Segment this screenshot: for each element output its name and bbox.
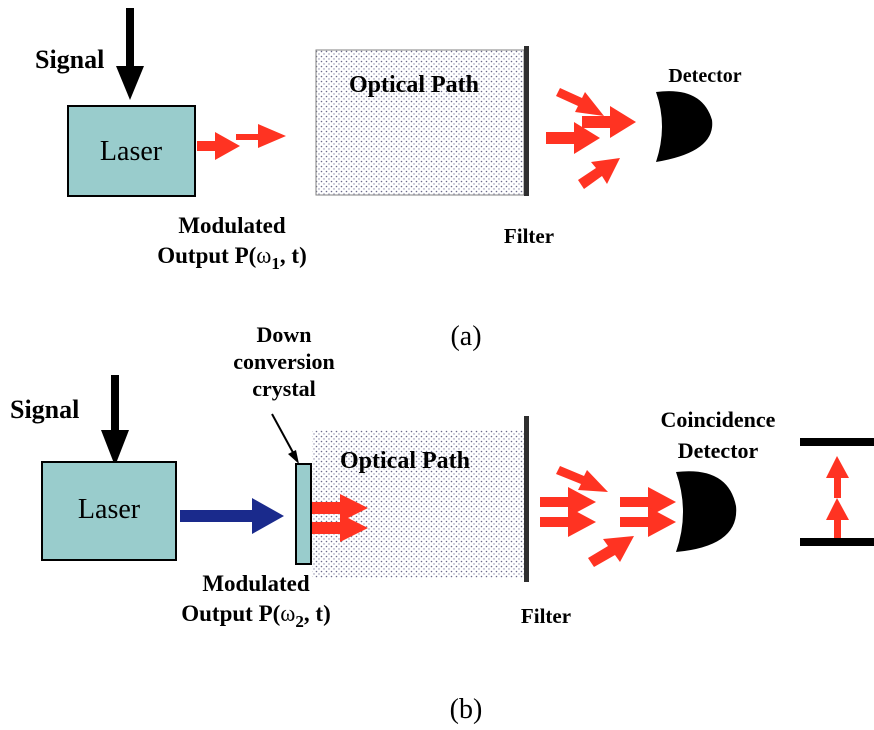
crystal-pointer-line <box>271 413 297 459</box>
output-label-b-line2: Output P(ω2, t) <box>181 601 331 631</box>
panel-a: Signal Laser Optical Path Detector Filte… <box>35 8 742 352</box>
detector-a <box>656 91 713 162</box>
detector-label-b-line1: Coincidence <box>661 407 776 432</box>
detector-b <box>676 471 737 552</box>
coincidence-indicator <box>800 438 874 546</box>
laser-box-a <box>67 105 196 197</box>
crystal-pointer-head <box>288 450 299 464</box>
crystal-label-line1: Down <box>256 322 311 347</box>
coincidence-bar-bottom <box>800 538 874 546</box>
filter-a <box>524 46 529 196</box>
optical-path-a <box>315 49 525 196</box>
laser-label-a: Laser <box>100 136 163 167</box>
filter-b <box>524 416 529 582</box>
signal-label-b: Signal <box>10 395 79 424</box>
scattered-arrows-a <box>546 88 636 189</box>
signal-label-a: Signal <box>35 45 104 74</box>
coincidence-arrows <box>826 456 849 538</box>
optical-path-label-b: Optical Path <box>340 448 470 474</box>
output-arrows-b <box>312 494 368 542</box>
optical-path-label-a: Optical Path <box>349 72 479 98</box>
output-label-b-line1: Modulated <box>202 571 310 596</box>
output-label-a-line1: Modulated <box>178 213 286 238</box>
crystal-label-line2: conversion <box>233 349 334 374</box>
caption-a: (a) <box>450 321 481 352</box>
output-label-a-line2: Output P(ω1, t) <box>157 243 307 273</box>
pump-arrow-b <box>180 498 284 534</box>
filter-label-a: Filter <box>504 224 554 248</box>
filter-label-b: Filter <box>521 604 571 628</box>
detector-label-a: Detector <box>668 65 741 87</box>
output-arrows-a <box>197 124 286 160</box>
caption-b: (b) <box>450 694 483 725</box>
scattered-arrows-b <box>540 466 676 567</box>
crystal-label-line3: crystal <box>252 376 316 401</box>
laser-box-b <box>41 461 177 561</box>
coincidence-bar-top <box>800 438 874 446</box>
signal-arrow-b <box>101 375 129 466</box>
panel-b: Signal Laser Optical Path Down conversio… <box>10 322 874 725</box>
signal-arrow-a <box>116 8 144 100</box>
detector-label-b-line2: Detector <box>678 438 759 463</box>
laser-label-b: Laser <box>78 494 141 525</box>
crystal-b <box>295 463 312 565</box>
